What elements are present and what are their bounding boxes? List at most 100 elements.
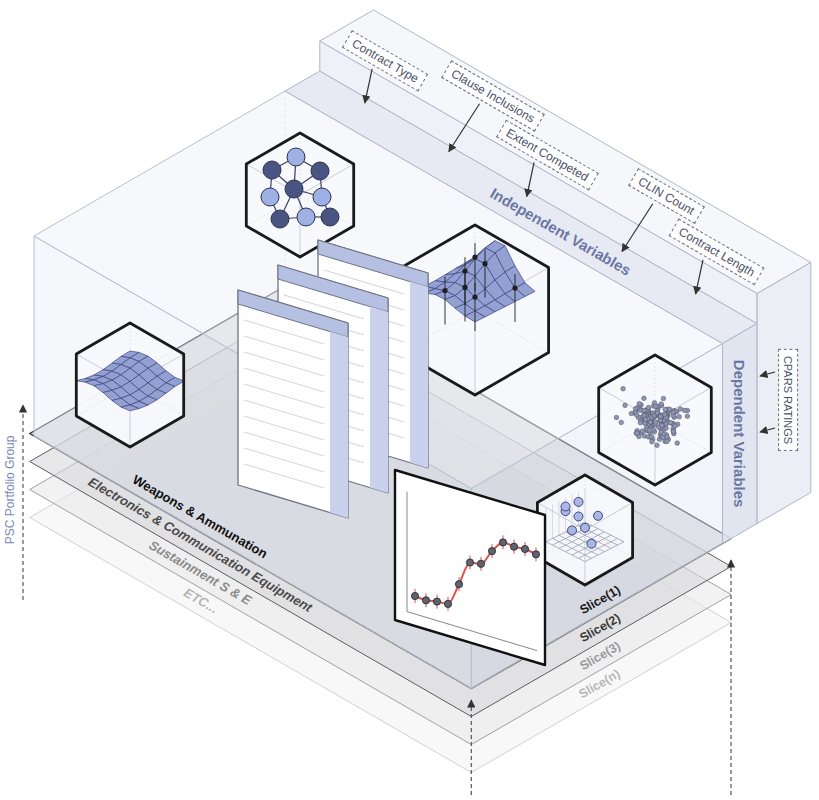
leader-arrow	[365, 69, 372, 103]
box-label: Extent Competed	[504, 125, 591, 183]
chart-axis	[407, 612, 537, 651]
scatter-point	[623, 403, 628, 408]
grid-line	[572, 495, 573, 529]
scatter-point	[581, 523, 590, 532]
cube-back-edge	[655, 420, 711, 453]
box-label: CLIN Count	[636, 174, 697, 217]
scatter-point	[660, 423, 665, 428]
chart-cube	[246, 133, 353, 257]
axis-title: Dependent Variables	[731, 360, 748, 508]
scatter-point	[660, 423, 665, 428]
scatter-point	[675, 441, 680, 446]
scatter-point	[661, 396, 666, 401]
scatter-point	[655, 443, 660, 448]
scatter-point	[647, 428, 652, 433]
scatter-point	[658, 414, 663, 419]
axis-title: Independent Variables	[487, 185, 634, 280]
cube-outline	[246, 133, 353, 257]
cube-fill	[246, 133, 353, 257]
panel-sidebar	[410, 282, 428, 468]
fit-line	[415, 542, 536, 604]
cube-edge	[655, 388, 711, 421]
scatter-point	[673, 424, 678, 429]
chart-frame	[395, 470, 545, 665]
scatter-point	[668, 420, 673, 425]
cube-outline	[76, 323, 183, 447]
cube-fill	[537, 475, 632, 585]
scatter-point	[642, 396, 647, 401]
data-point	[488, 548, 495, 555]
panel-row	[244, 368, 324, 392]
data-point	[510, 543, 517, 550]
network-node	[311, 162, 329, 180]
scatter-point	[685, 414, 690, 419]
data-point	[477, 560, 484, 567]
leader-arrow	[760, 372, 775, 376]
network-node	[297, 208, 315, 226]
scatter-point	[594, 511, 603, 520]
chart-cube	[599, 355, 712, 485]
surface-cell	[121, 405, 139, 411]
panel-header	[238, 290, 348, 337]
grid-line	[585, 488, 586, 522]
chart-cube	[76, 323, 184, 447]
surface-stem	[445, 277, 446, 325]
network-node	[287, 148, 305, 166]
panel-sidebar	[330, 332, 348, 518]
scatter-point	[621, 386, 626, 391]
data-point	[411, 592, 418, 599]
data-point	[433, 598, 440, 605]
dashed-variable-box: CPARS RATINGS	[778, 349, 798, 451]
grid-line	[546, 542, 585, 562]
scatter-point	[568, 526, 577, 535]
cube-fill	[76, 323, 183, 447]
leader-arrow	[449, 104, 480, 152]
panel-row	[244, 320, 324, 344]
panel-frame	[238, 290, 348, 518]
scatter-point	[653, 420, 658, 425]
leader-arrows	[365, 69, 775, 432]
scatter-point	[574, 512, 583, 521]
scatter-point	[635, 413, 640, 418]
surface-point	[462, 285, 467, 290]
network-node	[313, 188, 331, 206]
surface-point	[462, 268, 467, 273]
panel-row	[244, 352, 324, 376]
scatter-point	[638, 420, 643, 425]
cube-edge	[585, 530, 586, 585]
axis-title: PSC Portfolio Group	[4, 436, 18, 545]
surface-point	[512, 285, 517, 290]
scatter-point	[635, 431, 640, 436]
scatter-point	[678, 407, 683, 412]
surface-stem	[515, 274, 516, 322]
data-point	[444, 600, 451, 607]
network-node	[285, 180, 303, 198]
scatter-point	[658, 414, 663, 419]
panel-row	[244, 448, 324, 472]
data-point	[455, 581, 462, 588]
box-label: Contract Length	[676, 225, 757, 280]
scatter-point	[660, 435, 665, 440]
data-point	[521, 545, 528, 552]
scatter-point	[649, 434, 654, 439]
roof-face	[320, 10, 811, 294]
scatter-point	[643, 417, 648, 422]
scatter-point	[677, 415, 682, 420]
dashed-variable-box: CLIN Count	[628, 168, 704, 224]
scatter-point	[659, 402, 664, 407]
surface-point	[472, 254, 477, 259]
surface-point	[442, 288, 447, 293]
chart-cube	[537, 475, 632, 585]
box-label: Clause Inclusions	[449, 66, 537, 125]
grid-line	[552, 505, 553, 539]
surface-stem	[485, 250, 486, 298]
cube-outline	[537, 475, 632, 585]
dashed-variable-box: Extent Competed	[496, 119, 598, 190]
step-chart-panel	[395, 470, 545, 665]
panel-row	[244, 336, 324, 360]
axis-arrow	[471, 700, 472, 795]
roof-face	[757, 263, 811, 524]
